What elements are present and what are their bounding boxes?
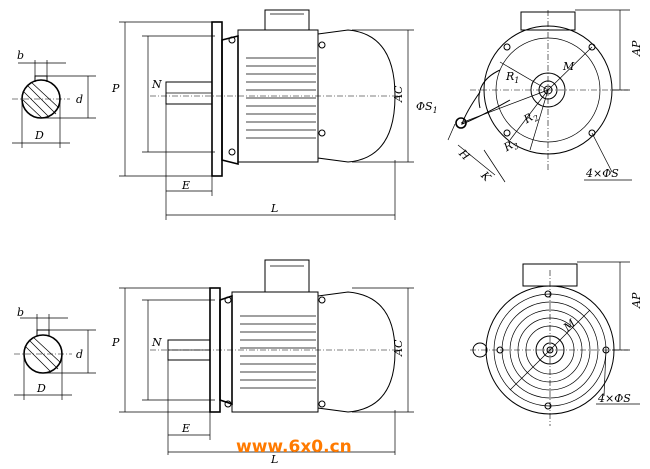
label-holes-bottom: 4×ΦS (597, 392, 631, 405)
label-D-bottom: D (36, 382, 46, 395)
label-d-top: d (76, 93, 83, 106)
motor-end-view-top (447, 9, 632, 183)
label-K: K (478, 168, 494, 184)
label-L-top: L (270, 202, 278, 215)
label-AP-top: AP (630, 40, 643, 57)
shaft-section-top (12, 60, 96, 148)
label-H: H (456, 146, 473, 163)
motor-end-view-bottom (470, 261, 640, 426)
label-P-bottom: P (111, 336, 120, 349)
label-AP-bottom: AP (630, 292, 643, 309)
label-P-top: P (111, 82, 120, 95)
motor-side-view-top (119, 9, 414, 220)
label-b-bottom: b (17, 306, 24, 319)
label-E-top: E (181, 179, 190, 192)
label-E-bottom: E (181, 422, 190, 435)
motor-side-view-bottom (119, 259, 414, 455)
label-d-bottom: d (76, 348, 83, 361)
shaft-section-bottom (14, 314, 96, 400)
label-M-bottom: M (560, 316, 578, 334)
label-AC-top: AC (392, 85, 405, 103)
label-N-top: N (151, 78, 162, 91)
label-M-top: M (562, 60, 575, 73)
label-R1: R1 (505, 70, 519, 85)
label-S1: ΦS1 (416, 100, 438, 115)
label-N-bottom: N (151, 336, 162, 349)
label-D-top: D (34, 129, 44, 142)
watermark: www.6x0.cn (236, 437, 352, 457)
label-AC-bottom: AC (392, 339, 405, 357)
label-L-bottom: L (270, 453, 278, 466)
label-b-top: b (17, 49, 24, 62)
label-holes-top: 4×ΦS (585, 167, 619, 180)
